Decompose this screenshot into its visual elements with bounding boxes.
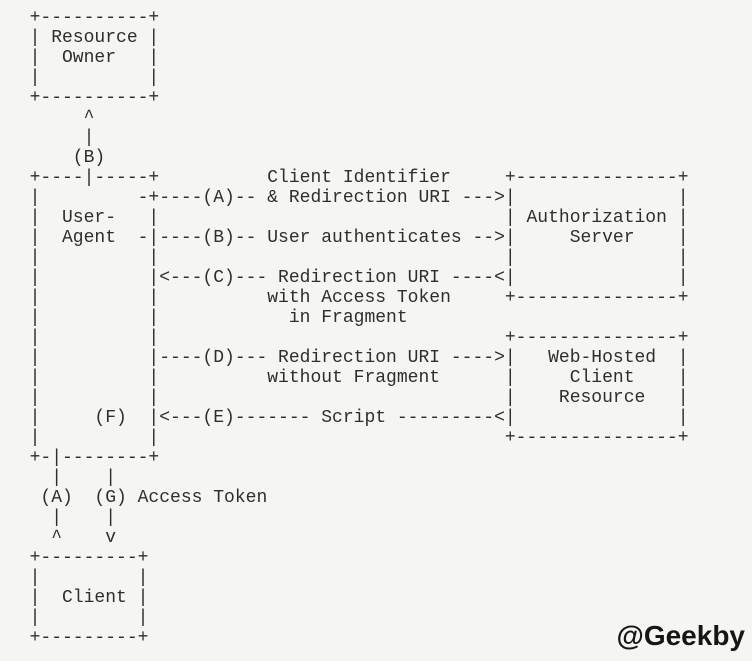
watermark-geekby: @Geekby bbox=[616, 620, 745, 651]
